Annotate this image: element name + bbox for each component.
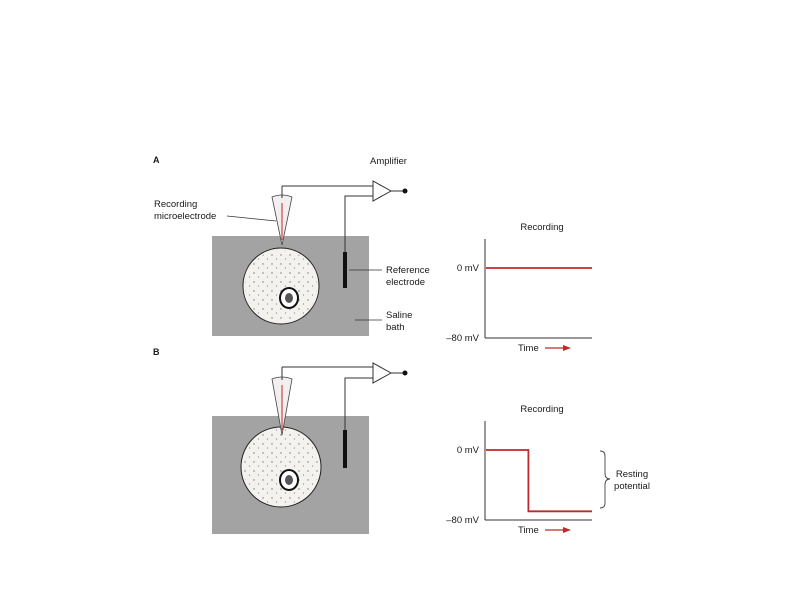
panel-b: B Recording 0 mV: [153, 347, 650, 536]
reference-label-line1: Reference: [386, 265, 430, 276]
microelectrode-leader: [226, 215, 277, 222]
reference-label-line2: electrode: [386, 277, 425, 288]
resting-label-line2: potential: [614, 481, 650, 492]
chart-a-title: Recording: [520, 222, 563, 233]
amplifier-symbol-b: [372, 362, 393, 384]
panel-a: A Amplifier Recording microelectrode: [153, 155, 592, 354]
amplifier-label: Amplifier: [370, 156, 407, 167]
chart-b-y-top-label: 0 mV: [457, 445, 480, 456]
chart-b-trace: [486, 449, 592, 513]
chart-a-x-label: Time: [518, 343, 539, 354]
microelectrode-label-line1: Recording: [154, 199, 197, 210]
cell-b: [240, 426, 322, 508]
microelectrode-label-line2: microelectrode: [154, 211, 216, 222]
reference-wire: [344, 195, 373, 252]
recording-microelectrode-b: [271, 367, 293, 436]
panel-a-letter: A: [153, 155, 160, 165]
recording-chart-b: Recording 0 mV –80 mV Time Resting poten…: [446, 404, 650, 536]
cell: [242, 247, 320, 325]
amplifier-symbol: [372, 180, 393, 202]
reference-electrode-b: [343, 430, 347, 468]
amplifier-b-output-terminal: [402, 370, 408, 376]
recording-microelectrode: [271, 186, 293, 246]
reference-wire-b: [344, 377, 373, 430]
reference-electrode: [343, 252, 347, 288]
chart-b-y-bottom-label: –80 mV: [446, 515, 479, 526]
resting-label-line1: Resting: [616, 469, 648, 480]
bath-label-line2: bath: [386, 322, 405, 333]
recording-chart-a: Recording 0 mV –80 mV Time: [446, 222, 592, 354]
amplifier-output-terminal: [402, 188, 408, 194]
chart-b-title: Recording: [520, 404, 563, 415]
resting-potential-brace: [599, 450, 611, 509]
chart-b-x-label: Time: [518, 525, 539, 536]
chart-a-time-arrow: [545, 345, 571, 351]
bath-label-line1: Saline: [386, 310, 412, 321]
chart-a-y-top-label: 0 mV: [457, 263, 480, 274]
panel-b-letter: B: [153, 347, 160, 357]
chart-b-time-arrow: [545, 527, 571, 533]
chart-a-y-bottom-label: –80 mV: [446, 333, 479, 344]
